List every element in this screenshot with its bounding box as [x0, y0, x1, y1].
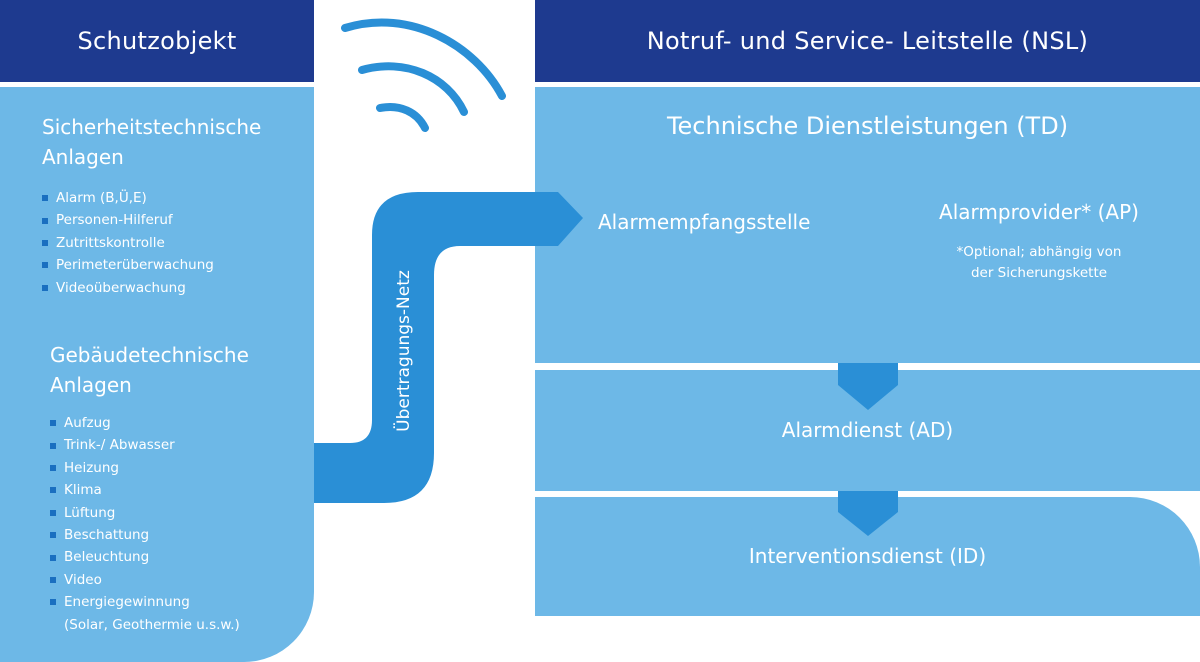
wireless-arc-inner — [376, 103, 429, 132]
square-bullet-icon — [50, 576, 56, 583]
down-arrow-icon — [838, 491, 898, 536]
list-item: Beleuchtung — [50, 546, 240, 568]
network-label: Übertragungs-Netz — [394, 270, 414, 432]
provider-label: Alarmprovider* (AP) — [939, 200, 1139, 224]
list-item: Video — [50, 569, 240, 591]
square-bullet-icon — [50, 599, 56, 606]
header-nsl-title: Notruf- und Service- Leitstelle (NSL) — [646, 27, 1089, 55]
security-systems-list: Alarm (B,Ü,E) Personen-Hilferuf Zutritts… — [42, 187, 214, 299]
security-systems-title: Sicherheitstechnische Anlagen — [42, 115, 262, 169]
square-bullet-icon — [42, 239, 48, 246]
list-item: Klima — [50, 479, 240, 501]
list-item: Lüftung — [50, 502, 240, 524]
wireless-arc-outer — [341, 18, 506, 100]
list-item: Videoüberwachung — [42, 277, 214, 299]
square-bullet-icon — [42, 284, 48, 291]
list-item: Beschattung — [50, 524, 240, 546]
wireless-signal-icon — [341, 18, 506, 132]
down-arrow-icon — [838, 363, 898, 410]
square-bullet-icon — [50, 554, 56, 561]
square-bullet-icon — [50, 464, 56, 471]
receiver-label: Alarmempfangsstelle — [598, 210, 811, 234]
list-item: Perimeterüberwachung — [42, 254, 214, 276]
square-bullet-icon — [50, 420, 56, 427]
header-schutzobjekt-title: Schutzobjekt — [77, 27, 237, 55]
square-bullet-icon — [50, 487, 56, 494]
list-item: Trink-/ Abwasser — [50, 434, 240, 456]
square-bullet-icon — [50, 442, 56, 449]
square-bullet-icon — [50, 509, 56, 516]
ad-title: Alarmdienst (AD) — [781, 418, 954, 442]
provider-note: *Optional; abhängig von der Sicherungske… — [956, 244, 1122, 281]
header-nsl: Notruf- und Service- Leitstelle (NSL) — [535, 0, 1200, 82]
list-item-note: (Solar, Geothermie u.s.w.) — [64, 616, 240, 633]
list-item: Personen-Hilferuf — [42, 209, 214, 231]
square-bullet-icon — [42, 262, 48, 269]
id-title: Interventionsdienst (ID) — [748, 544, 987, 568]
building-systems-title: Gebäudetechnische Anlagen — [50, 343, 249, 397]
square-bullet-icon — [42, 217, 48, 224]
building-systems-list: Aufzug Trink-/ Abwasser Heizung Klima Lü… — [50, 412, 240, 636]
square-bullet-icon — [42, 195, 48, 202]
list-item: Energiegewinnung — [50, 591, 240, 613]
wireless-arc-middle — [358, 62, 468, 116]
schutzobjekt-panel — [0, 87, 314, 662]
transmission-network-pipe — [314, 192, 583, 503]
list-item: Zutrittskontrolle — [42, 232, 214, 254]
header-schutzobjekt: Schutzobjekt — [0, 0, 314, 82]
td-title: Technische Dienstleistungen (TD) — [666, 112, 1069, 140]
list-item: Aufzug — [50, 412, 240, 434]
list-item: Heizung — [50, 457, 240, 479]
technical-services-panel — [535, 87, 1200, 363]
square-bullet-icon — [50, 532, 56, 539]
list-item: Alarm (B,Ü,E) — [42, 187, 214, 209]
